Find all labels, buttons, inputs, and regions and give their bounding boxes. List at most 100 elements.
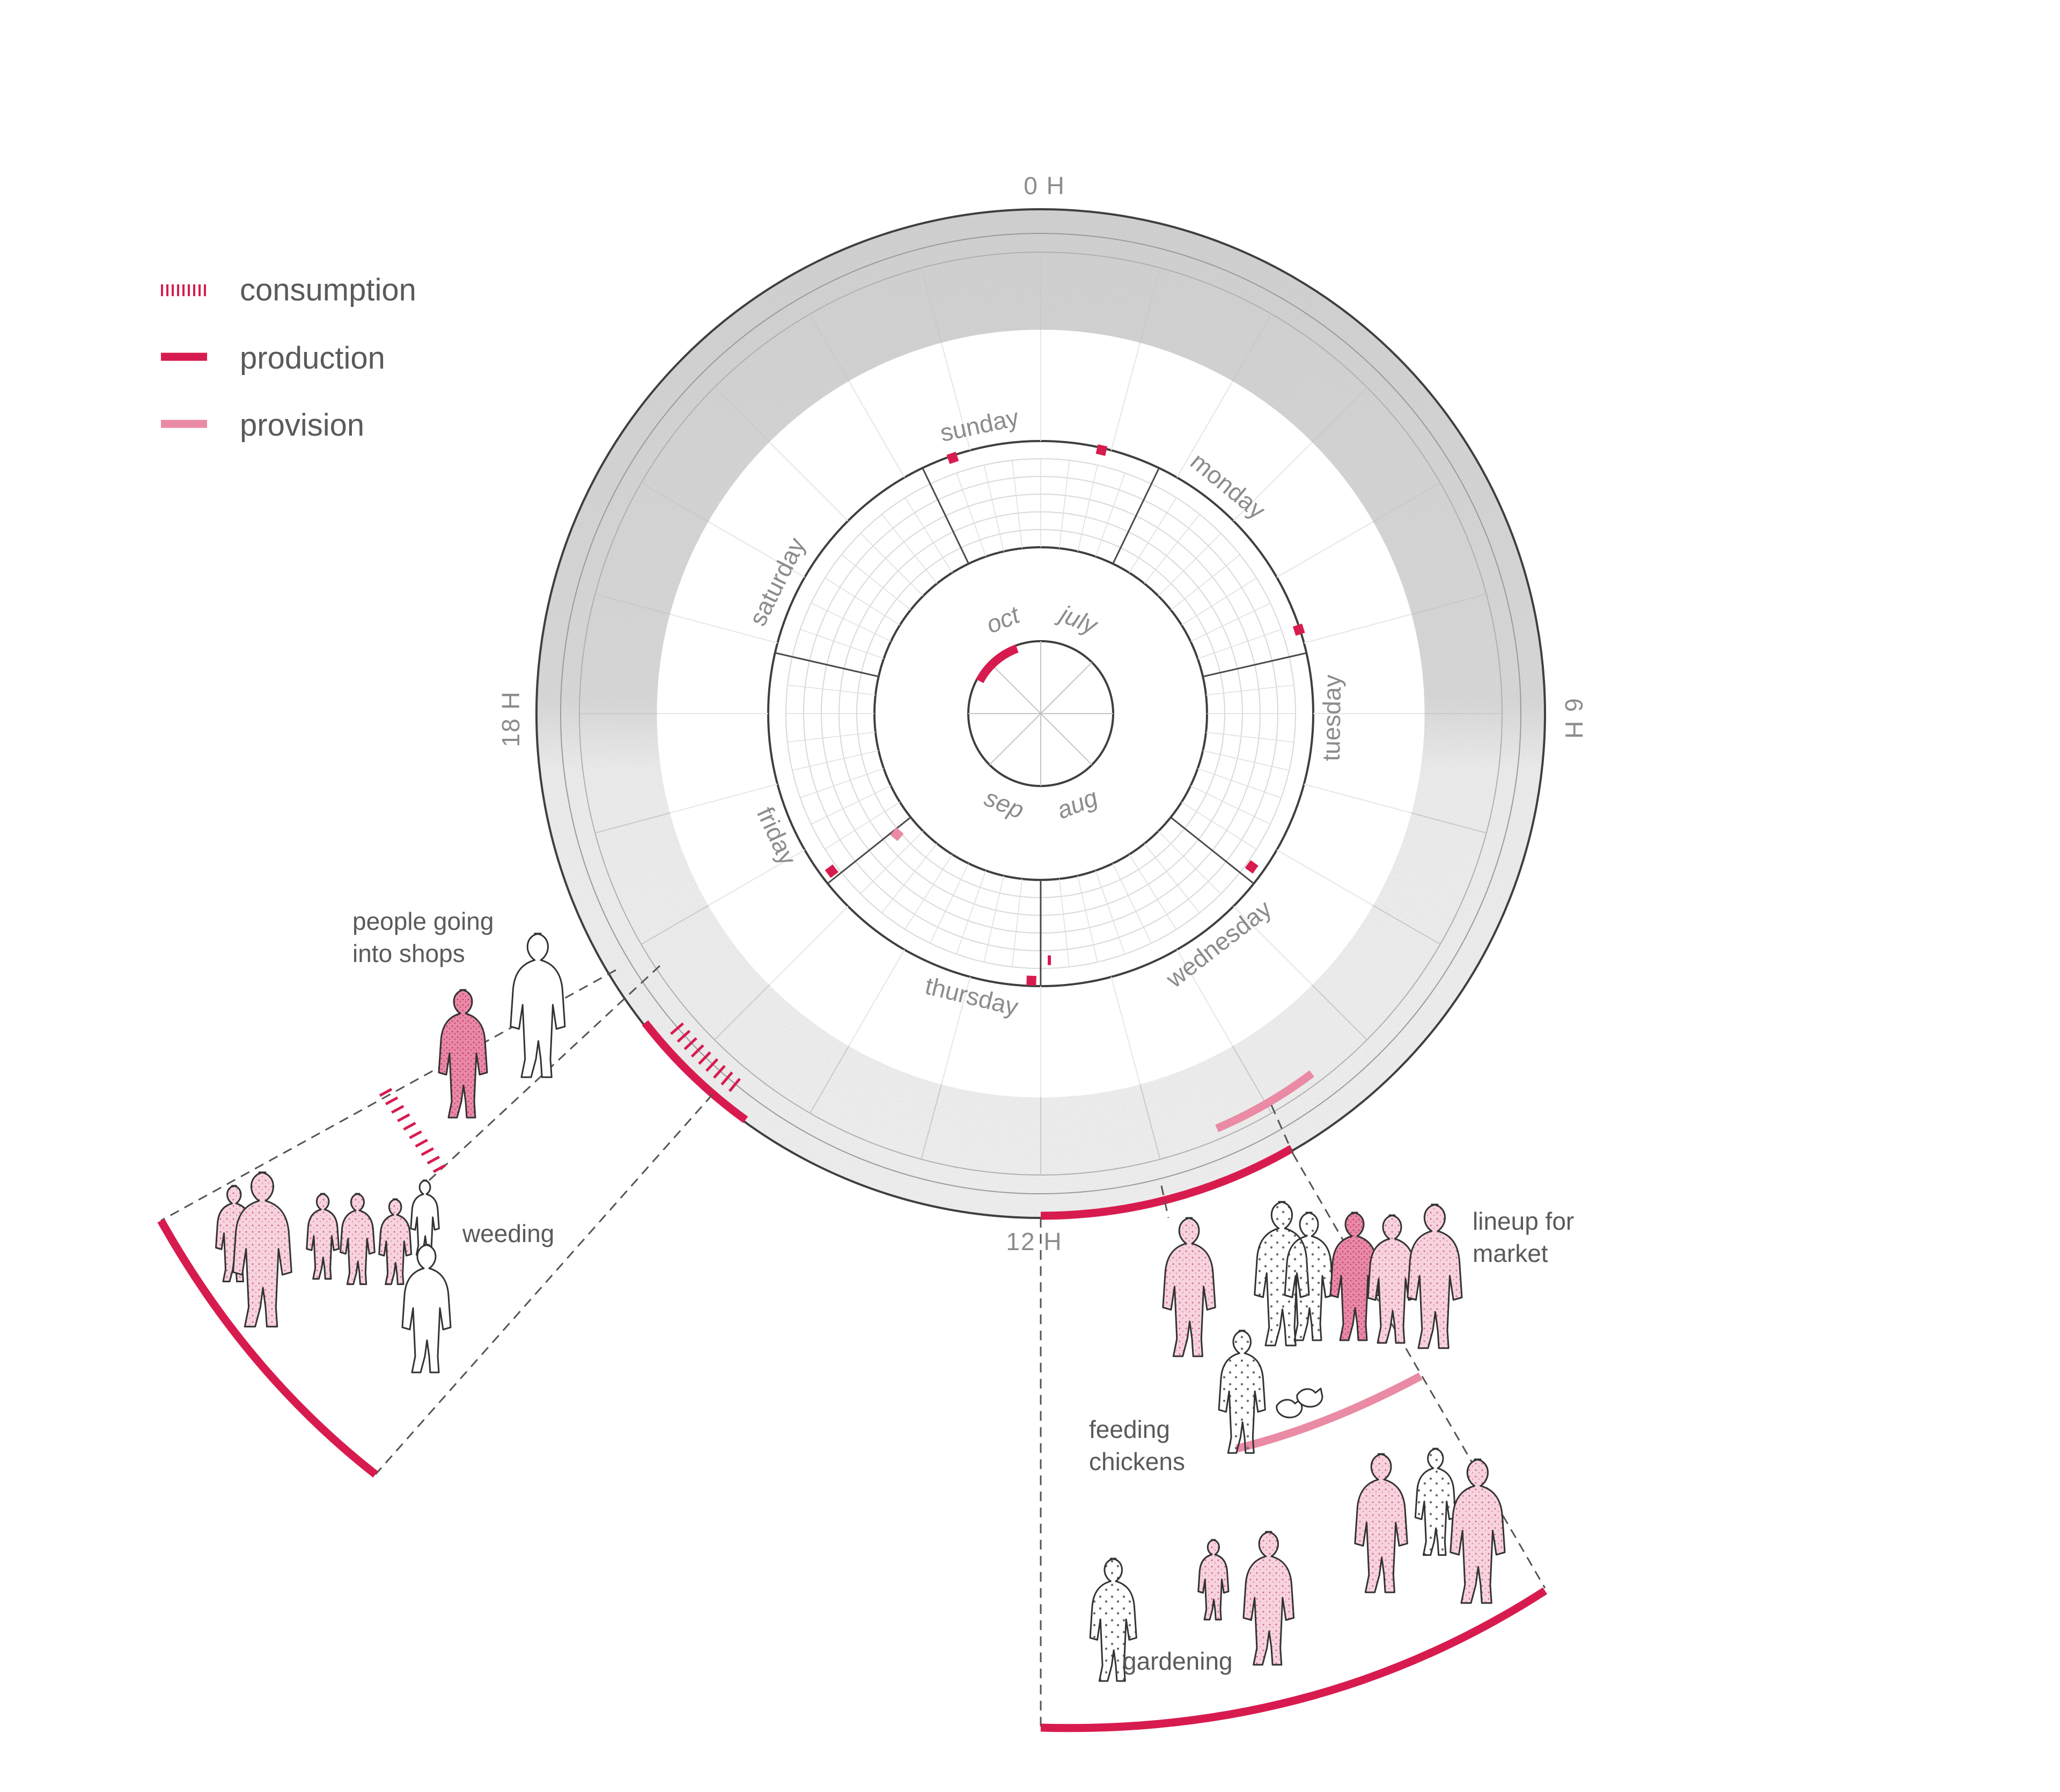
- figure-market: [1367, 1214, 1417, 1344]
- hour-subdivision: [787, 684, 876, 695]
- hour-subdivision: [800, 629, 884, 659]
- hour-guide: [1110, 343, 1141, 451]
- day-divider: [1170, 817, 1255, 885]
- consumption-hatch: [676, 1030, 691, 1043]
- figure-silhouette: [1197, 1539, 1230, 1621]
- production-mark: [1292, 623, 1305, 636]
- month-divider: [989, 713, 1041, 766]
- figure-chicken-feeder: [1218, 1330, 1266, 1454]
- guide-line: [1160, 1185, 1169, 1218]
- radial-grid: [579, 252, 1502, 1175]
- hour-guide: [1110, 976, 1141, 1084]
- ring-circle: [873, 546, 1208, 881]
- hour-tick: [714, 984, 770, 1040]
- feeding-chickens-provision-arc: [1235, 1372, 1423, 1453]
- hour-subdivision: [904, 497, 953, 573]
- hour-guide: [1233, 442, 1313, 522]
- hour-subdivision: [1112, 863, 1152, 944]
- hour-guide: [940, 976, 971, 1084]
- hour-tick: [595, 812, 671, 834]
- hatch-tick: [379, 1088, 393, 1097]
- hour-subdivision: [1077, 465, 1098, 552]
- figure-weeder-white: [410, 1179, 440, 1256]
- hour-guide: [670, 613, 778, 644]
- consumption-hatch: [728, 1077, 741, 1092]
- hour-guide: [1304, 613, 1411, 644]
- hour-subdivision: [1205, 732, 1294, 743]
- hour-tick: [1232, 313, 1272, 382]
- market-provision-arc: [1215, 1070, 1315, 1133]
- hatch-tick: [403, 1121, 416, 1131]
- day-label-friday: friday: [752, 803, 802, 869]
- hour-guide: [670, 783, 778, 814]
- hour-tick: [921, 1084, 942, 1159]
- hour-subdivision: [983, 876, 1004, 963]
- hour-subdivision: [1058, 878, 1070, 967]
- hour-subdivision: [881, 843, 938, 913]
- hour-tick: [921, 268, 942, 343]
- hour-tick: [810, 1045, 850, 1114]
- day-label-wednesday: wednesday: [1160, 894, 1277, 993]
- hour-subdivision: [1181, 577, 1257, 626]
- hour-subdivision: [1129, 497, 1177, 573]
- day-divider: [827, 817, 911, 884]
- hour-labels: 0 H 6 H 18 H 12 H: [497, 172, 1588, 1255]
- figure-weeder: [378, 1198, 413, 1286]
- figure-silhouette: [306, 1193, 340, 1280]
- figure-shopper-pink: [438, 989, 488, 1119]
- figure-market: [1254, 1201, 1310, 1347]
- hour-tick: [1411, 593, 1487, 615]
- hatch-tick: [421, 1147, 434, 1156]
- figure-silhouette: [1284, 1211, 1334, 1341]
- consumption-hatch: [683, 1037, 697, 1051]
- chicken-icon: [1296, 1387, 1323, 1408]
- hour-subdivision: [1011, 878, 1022, 967]
- hour-tick: [1372, 905, 1441, 945]
- legend-label-production: production: [240, 341, 385, 376]
- hour-tick: [714, 387, 770, 443]
- hour-guide: [1276, 521, 1373, 578]
- legend-item-consumption: consumption: [161, 273, 416, 307]
- hour-guide: [1176, 949, 1233, 1046]
- hour-subdivision: [1190, 785, 1271, 825]
- hour-tick: [641, 482, 709, 523]
- hour-subdivision: [1144, 514, 1200, 584]
- hour-guide: [1176, 381, 1233, 478]
- market-production-arc: [1040, 1145, 1294, 1220]
- callout-weeding: weeding: [462, 1220, 554, 1247]
- shops-production-arc: [642, 1020, 748, 1123]
- hour-subdivision: [1059, 460, 1070, 549]
- month-divider: [1040, 713, 1093, 766]
- day-divider: [922, 467, 969, 564]
- shops-consumption-hatch: [379, 1088, 446, 1173]
- month-label-july: july: [1053, 599, 1102, 640]
- figure-silhouette: [340, 1193, 376, 1286]
- hour-subdivision: [1205, 685, 1294, 696]
- hour-guide: [940, 343, 971, 451]
- hour-tick: [1372, 482, 1441, 523]
- day-label-sunday: sunday: [938, 403, 1021, 447]
- figure-gardener: [1450, 1458, 1506, 1604]
- hour-subdivision: [881, 514, 938, 584]
- hour-tick: [1411, 812, 1487, 834]
- hour-guide: [708, 521, 805, 578]
- hatch-tick: [415, 1139, 428, 1148]
- figure-silhouette: [410, 1179, 440, 1256]
- day-divider: [775, 652, 879, 678]
- callout-gardening: gardening: [1123, 1647, 1233, 1675]
- hour-tick: [595, 593, 671, 615]
- figure-market: [1407, 1203, 1463, 1349]
- hour-guide: [769, 906, 849, 986]
- month-divider: [989, 662, 1041, 714]
- hour-subdivision: [1203, 750, 1290, 771]
- day-divider: [1112, 467, 1160, 564]
- hour-subdivision: [1197, 629, 1282, 659]
- hour-tick: [1139, 268, 1161, 343]
- figure-silhouette: [1450, 1458, 1506, 1604]
- consumption-hatch: [670, 1022, 684, 1035]
- hour-subdivision: [1158, 533, 1222, 597]
- figure-silhouette: [232, 1171, 292, 1328]
- legend-label-consumption: consumption: [240, 273, 416, 307]
- weekday-labels: sundaymondaytuesdaywednesdaythursdayfrid…: [744, 403, 1347, 1021]
